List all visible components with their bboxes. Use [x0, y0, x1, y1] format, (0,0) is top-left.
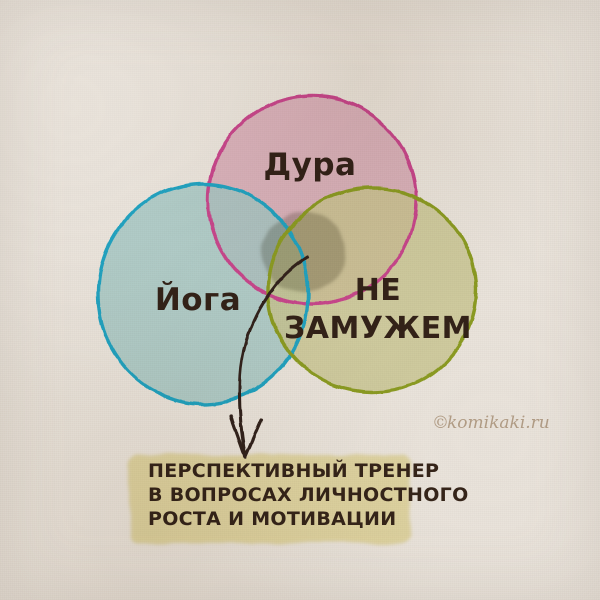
copyright-icon: © [432, 413, 449, 433]
venn-outline-dura [206, 94, 418, 306]
venn-label-ne: НЕ [355, 273, 402, 308]
watermark-label: komikaki.ru [447, 413, 550, 433]
arrow-shaft [237, 255, 309, 457]
caption-line-2: В ВОПРОСАХ ЛИЧНОСТНОГО [148, 484, 469, 506]
venn-label-zamuzhem: ЗАМУЖЕМ [284, 311, 472, 346]
venn-label-dura: Дура [264, 147, 357, 183]
venn-outline-nezamuzhem [266, 186, 478, 394]
venn-circle-fill-yoga [98, 184, 308, 404]
arrow-head-icon [229, 415, 263, 459]
caption-line-1: ПЕРСПЕКТИВНЫЙ ТРЕНЕР [148, 459, 439, 482]
caption-line-3: РОСТА И МОТИВАЦИИ [148, 508, 396, 530]
caption-highlight [128, 455, 410, 543]
venn-outline-yoga [96, 182, 310, 406]
venn-label-yoga: Йога [155, 282, 241, 318]
center-overlap-shadow [261, 212, 345, 292]
